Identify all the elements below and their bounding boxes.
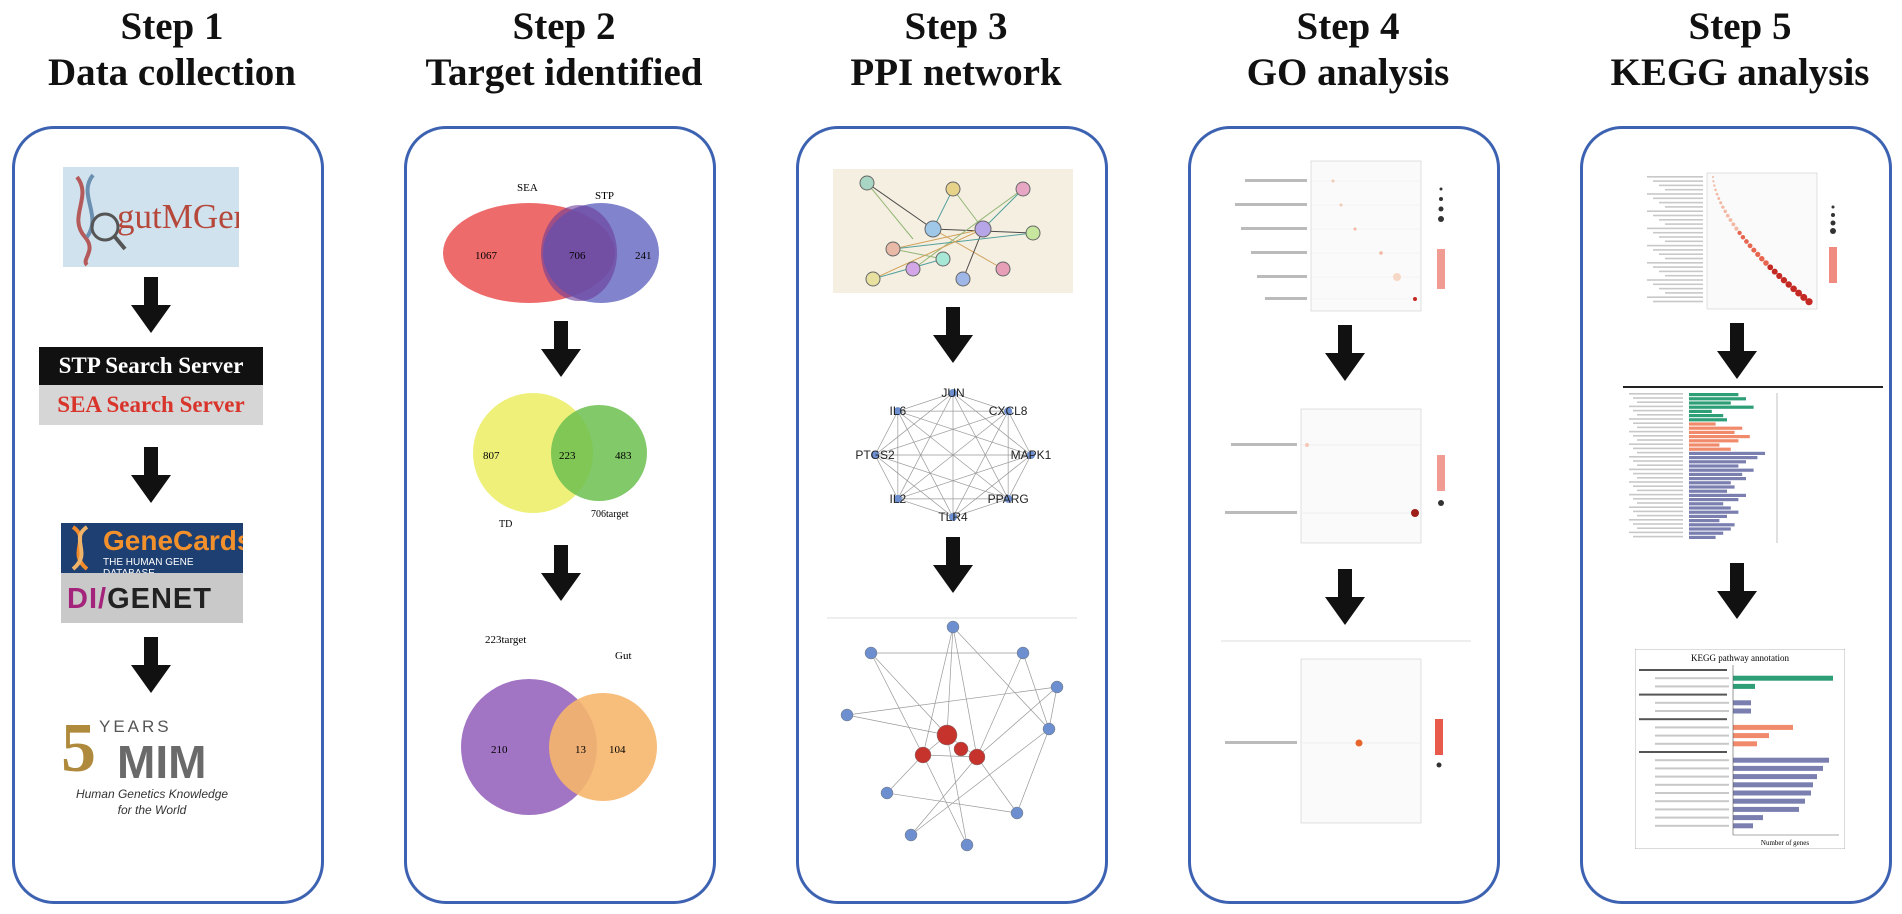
down-arrow-icon xyxy=(1325,569,1365,625)
omim-five-mark: 5 xyxy=(61,713,96,787)
step-4-panel xyxy=(1188,126,1500,904)
down-arrow-icon xyxy=(1717,323,1757,379)
step-4-heading: Step 4 GO analysis xyxy=(1188,4,1508,96)
venn-circle-706target xyxy=(551,405,647,501)
venn-value-stp-only: 241 xyxy=(635,250,652,262)
ppi-node-label: CXCL8 xyxy=(989,404,1028,418)
ppi-node xyxy=(871,451,879,459)
ppi-node xyxy=(1027,451,1035,459)
genecards-subtitle: THE HUMAN GENE DATABASE xyxy=(103,557,194,573)
step-1-panel: gutMGene STP Search Server SEA Search Se… xyxy=(12,126,324,904)
omim-years-text: YEARS xyxy=(99,717,172,736)
venn-value-gut-only: 104 xyxy=(609,744,626,756)
go-bp-dotplot xyxy=(1225,408,1445,544)
venn-value-sea-only: 1067 xyxy=(475,250,498,262)
sea-search-server-logo: SEA Search Server xyxy=(39,385,263,425)
step-1-title: Data collection xyxy=(47,51,296,94)
venn-label-gut: Gut xyxy=(615,650,632,662)
sea-text: SEA Search Server xyxy=(57,392,245,417)
down-arrow-icon xyxy=(933,537,973,593)
omim-mim-text: MIM xyxy=(117,736,207,788)
ppi-node xyxy=(949,389,957,397)
ppi-hub-network xyxy=(827,617,1077,852)
ppi-node xyxy=(893,407,902,416)
down-arrow-icon xyxy=(131,277,171,333)
disgenet-text-a: DI xyxy=(67,583,98,615)
down-arrow-icon xyxy=(541,321,581,377)
ppi-node xyxy=(1004,494,1013,503)
omim-tagline-1: Human Genetics Knowledge xyxy=(75,787,229,801)
step-1-heading: Step 1 Data collection xyxy=(12,4,332,96)
step-3-heading: Step 3 PPI network xyxy=(796,4,1116,96)
kegg-pathway-annotation-chart: KEGG pathway annotation Number of genes xyxy=(1635,649,1845,849)
venn-value-706target-only: 483 xyxy=(615,450,632,462)
down-arrow-icon xyxy=(1717,563,1757,619)
down-arrow-icon xyxy=(1325,325,1365,381)
omim-tagline-2: for the World xyxy=(117,803,187,817)
venn-circle-gut xyxy=(549,693,657,801)
stp-search-server-logo: STP Search Server xyxy=(39,347,263,385)
ppi-node-label: JUN xyxy=(941,386,964,400)
genecards-text: GeneCards xyxy=(103,525,243,556)
go-mf-dotplot xyxy=(1235,160,1445,312)
disgenet-logo: DI/GENET xyxy=(61,573,243,623)
gutmgene-logo: gutMGene xyxy=(63,167,239,267)
venn-diagram-223target-gut: 223target Gut 210 13 104 xyxy=(461,634,657,815)
venn-label-223target: 223target xyxy=(485,634,526,646)
venn-diagram-td-706target: 807 223 483 TD 706target xyxy=(473,393,647,530)
step-5-panel: KEGG pathway annotation Number of genes xyxy=(1580,126,1892,904)
step-5-title: KEGG analysis xyxy=(1610,51,1870,94)
kegg-annotation-title: KEGG pathway annotation xyxy=(1691,653,1789,663)
venn-value-223target-only: 210 xyxy=(491,744,508,756)
string-network-image xyxy=(833,169,1073,293)
stp-text: STP Search Server xyxy=(58,353,244,378)
step-2-number: Step 2 xyxy=(512,5,616,48)
venn-value-sea-stp: 706 xyxy=(569,250,586,262)
dna-icon xyxy=(71,525,89,571)
step-2-title: Target identified xyxy=(425,51,703,94)
ppi-node-label: MAPK1 xyxy=(1011,448,1052,462)
step-1-number: Step 1 xyxy=(120,5,224,48)
ppi-node-label: PPARG xyxy=(988,492,1029,506)
dna-magnifier-icon xyxy=(75,173,127,267)
ppi-node-label: PTGS2 xyxy=(855,448,895,462)
step-5-number: Step 5 xyxy=(1688,5,1792,48)
step-5-heading: Step 5 KEGG analysis xyxy=(1580,4,1900,96)
ppi-node-label: IL2 xyxy=(890,492,907,506)
venn-label-706target: 706target xyxy=(591,509,629,520)
kegg-class-barchart xyxy=(1623,386,1883,543)
venn-overlap-sea-stp xyxy=(541,205,617,301)
ppi-node xyxy=(893,494,902,503)
ppi-node xyxy=(949,513,957,521)
venn-label-sea: SEA xyxy=(517,182,538,194)
genecards-logo: GeneCards THE HUMAN GENE DATABASE xyxy=(61,523,243,573)
down-arrow-icon xyxy=(131,637,171,693)
disgenet-text-b: GENET xyxy=(107,583,212,615)
venn-diagram-sea-stp: SEA STP 1067 706 241 xyxy=(443,182,659,303)
gutmgene-text: gutMGene xyxy=(117,197,239,236)
step-4-number: Step 4 xyxy=(1296,5,1400,48)
down-arrow-icon xyxy=(541,545,581,601)
ppi-node xyxy=(1004,407,1013,416)
step-3-number: Step 3 xyxy=(904,5,1008,48)
venn-label-td: TD xyxy=(499,519,512,530)
kegg-annotation-xlabel: Number of genes xyxy=(1761,839,1809,847)
venn-value-223target-gut: 13 xyxy=(575,744,587,756)
go-cc-dotplot xyxy=(1221,640,1471,824)
step-2-panel: SEA STP 1067 706 241 807 223 483 TD 706t… xyxy=(404,126,716,904)
venn-value-td-only: 807 xyxy=(483,450,500,462)
down-arrow-icon xyxy=(131,447,171,503)
step-3-title: PPI network xyxy=(850,51,1062,94)
venn-label-stp: STP xyxy=(595,190,614,202)
kegg-dotplot xyxy=(1647,172,1837,310)
step-2-heading: Step 2 Target identified xyxy=(404,4,724,96)
step-4-title: GO analysis xyxy=(1246,51,1450,94)
omim-logo: 5 YEARS MIM Human Genetics Knowledge for… xyxy=(59,713,245,823)
venn-value-td-706target: 223 xyxy=(559,450,576,462)
ppi-node-label: IL6 xyxy=(890,404,907,418)
down-arrow-icon xyxy=(933,307,973,363)
ppi-node-label: TLR4 xyxy=(938,510,968,524)
